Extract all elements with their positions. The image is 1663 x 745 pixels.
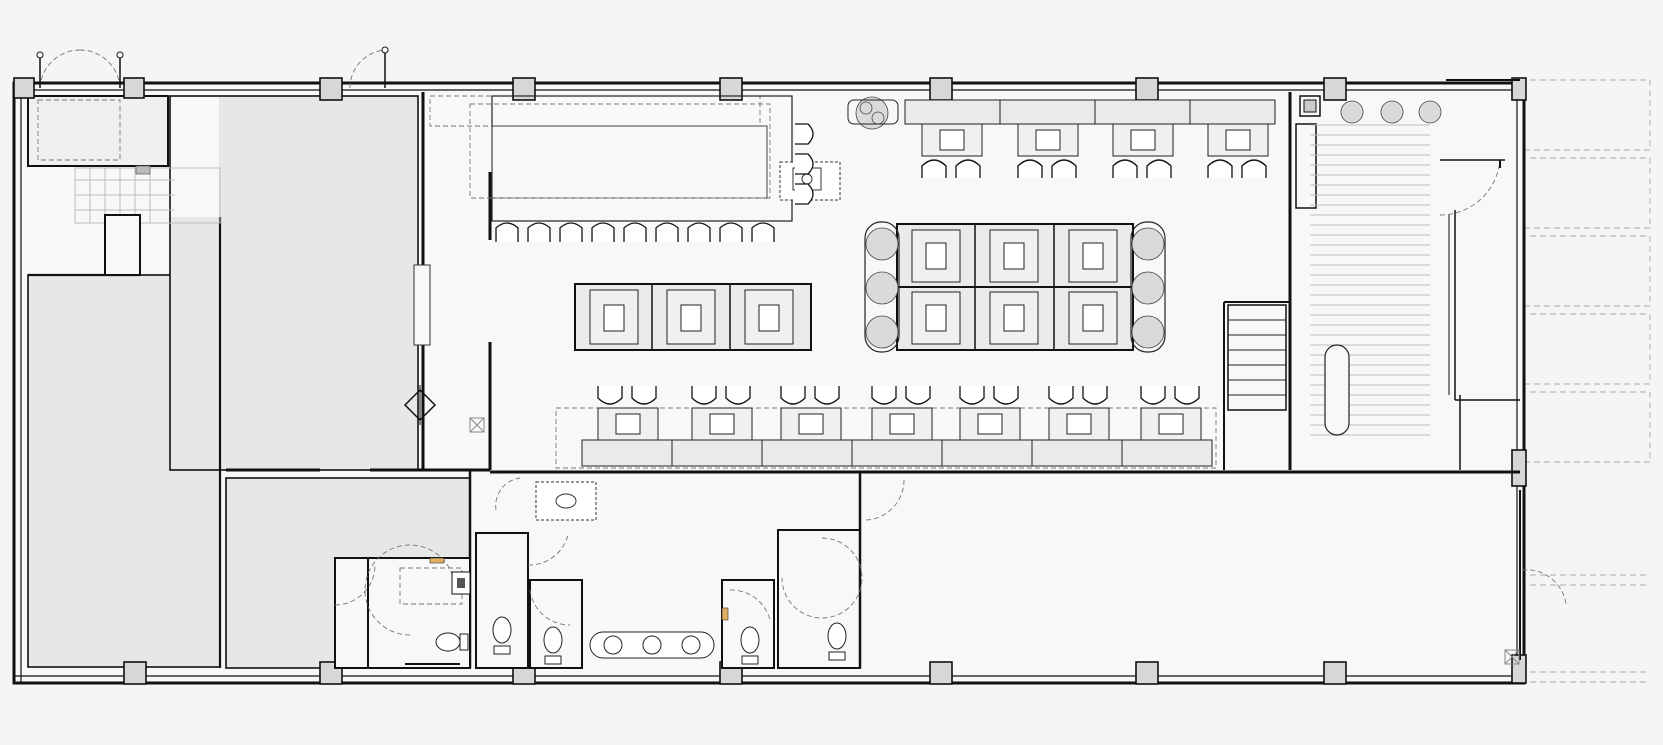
patio bbox=[1295, 79, 1520, 436]
stairwell bbox=[27, 95, 221, 276]
bar-stools bbox=[495, 123, 814, 242]
center-booths bbox=[864, 221, 1166, 353]
top-tables bbox=[847, 96, 1276, 178]
back-room-east bbox=[1504, 649, 1520, 665]
side-booths bbox=[574, 283, 812, 351]
bottom-tables bbox=[555, 386, 1217, 469]
patio-grid bbox=[1519, 79, 1651, 683]
entry-doors-west bbox=[36, 46, 389, 89]
patio-stair bbox=[1227, 304, 1287, 411]
restrooms bbox=[334, 472, 1567, 669]
partitions bbox=[226, 92, 1521, 668]
corridor-door bbox=[403, 385, 485, 433]
